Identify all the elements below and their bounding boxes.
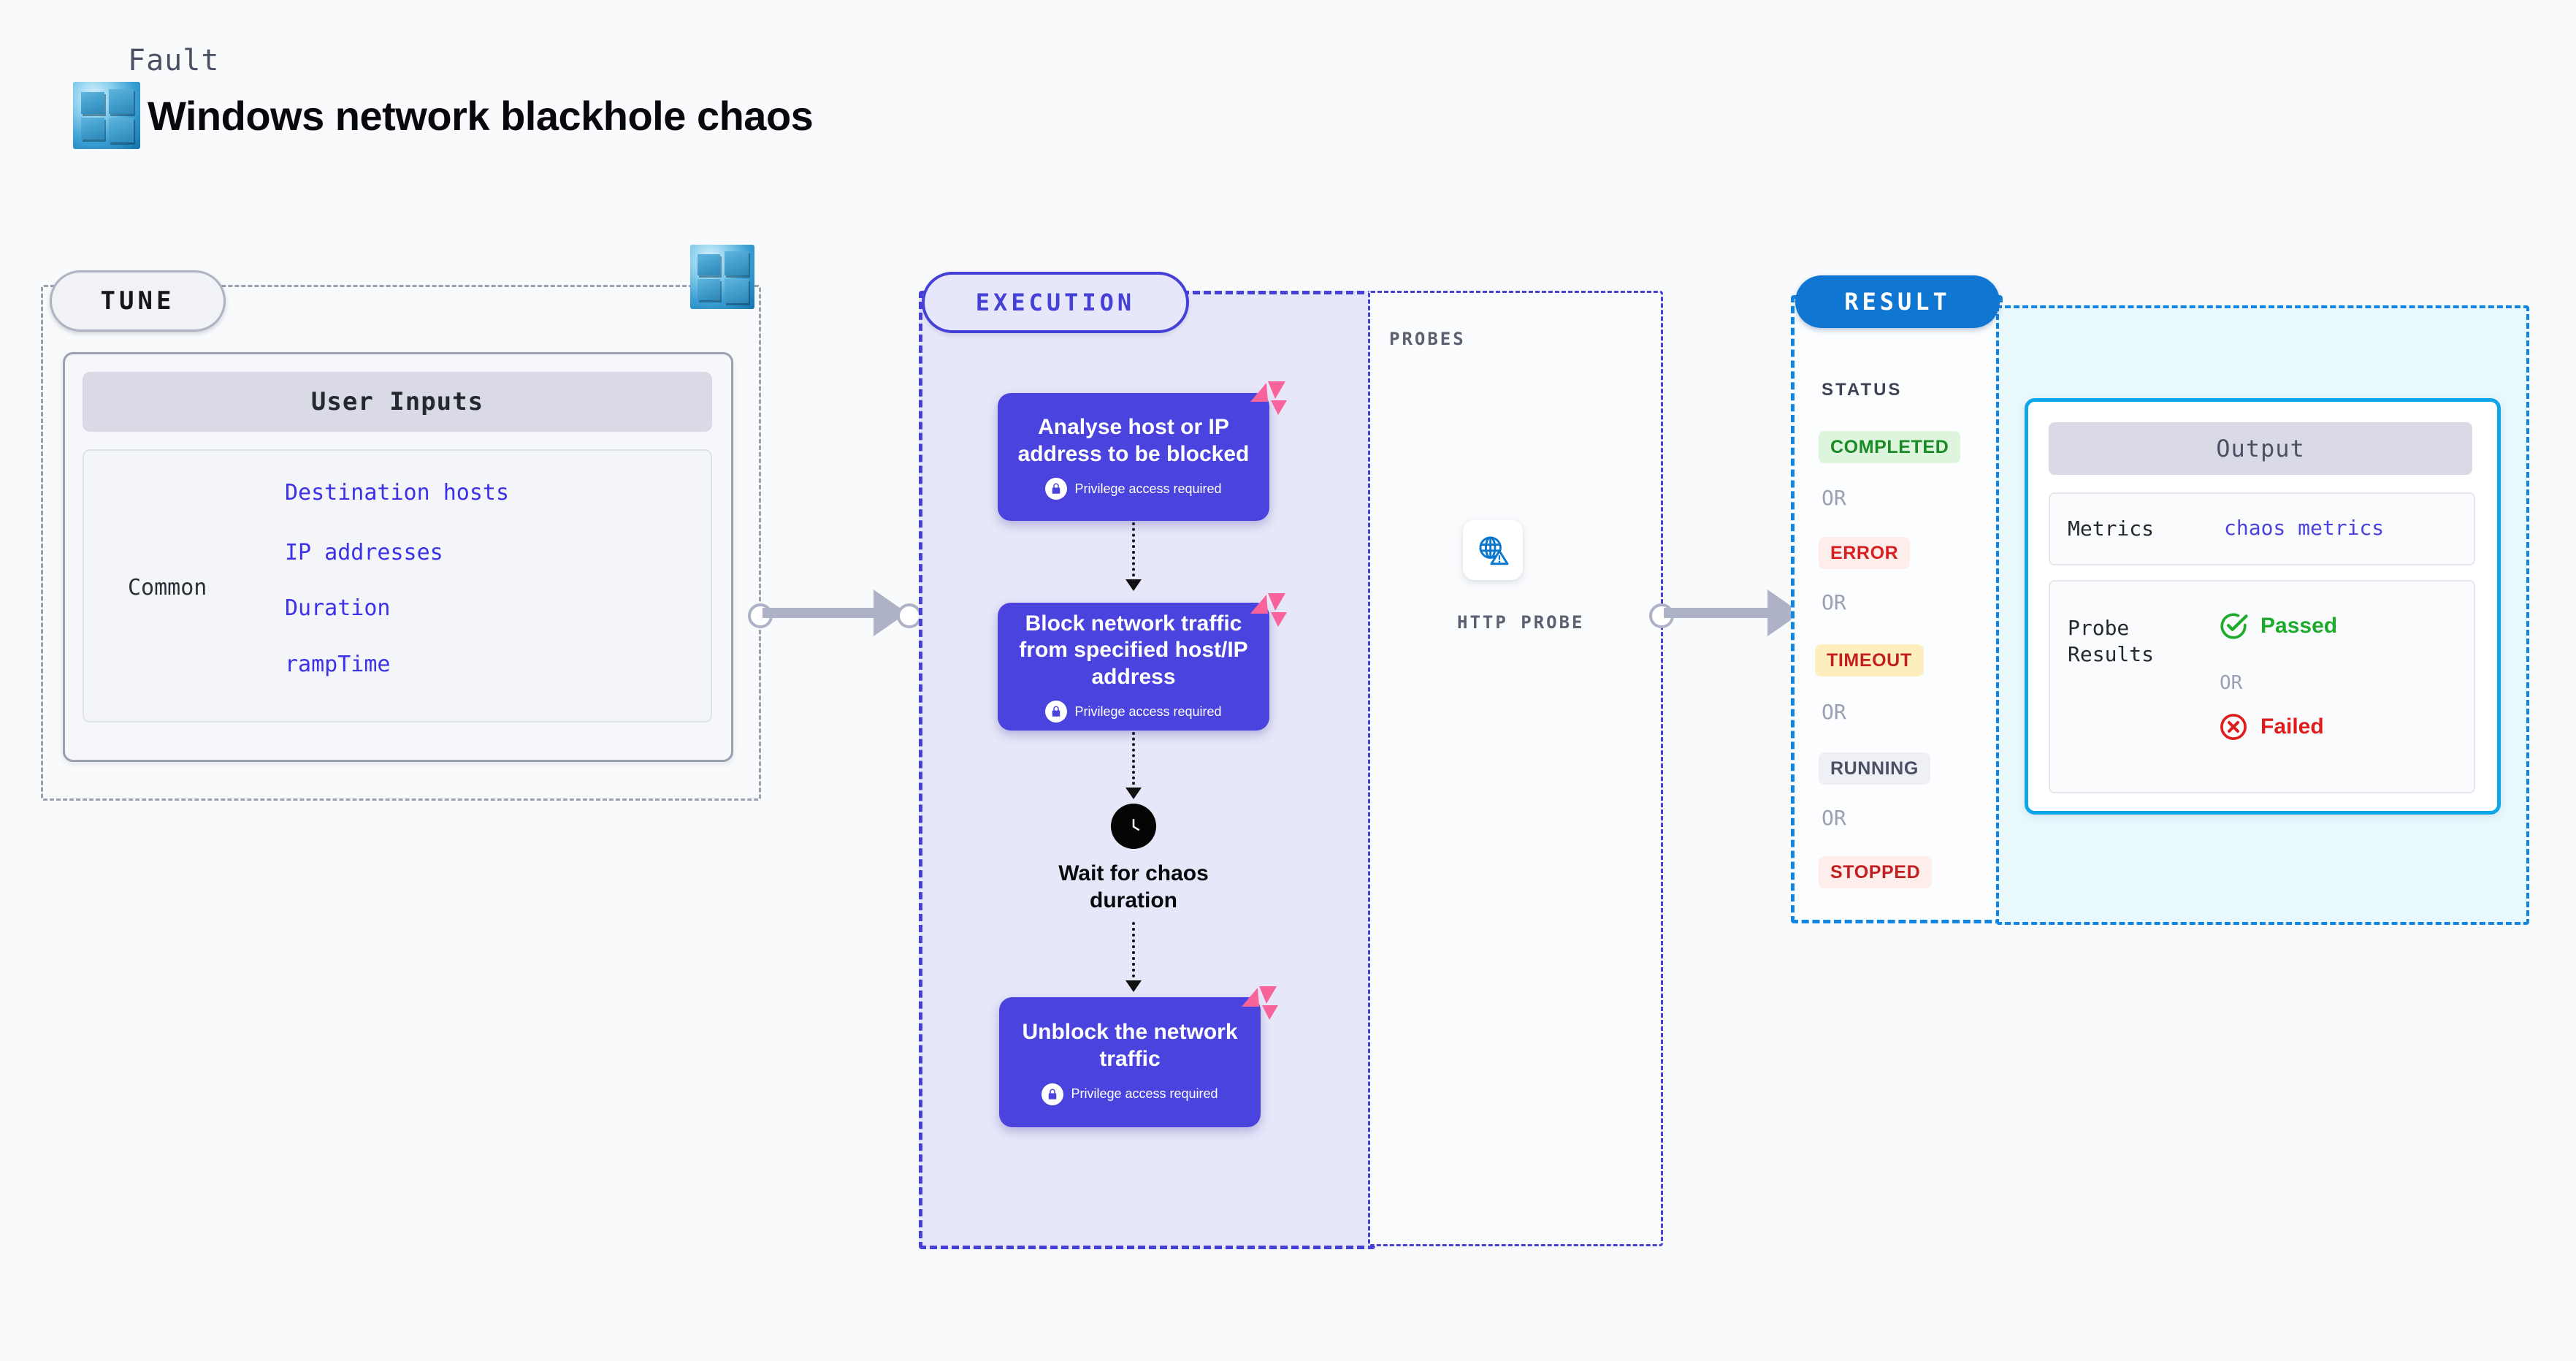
privilege-text: Privilege access required: [1074, 481, 1222, 496]
execution-flow-arrow-2: [1125, 788, 1142, 799]
tune-pill-label: TUNE: [100, 286, 175, 316]
status-badge-label: STOPPED: [1830, 861, 1921, 882]
execution-pill-label: EXECUTION: [975, 289, 1136, 316]
probe-result-failed: Failed: [2218, 712, 2324, 742]
wait-for-chaos-duration-label: Wait for chaos duration: [1058, 861, 1209, 912]
result-section: [1791, 295, 2003, 923]
output-metrics-key: Metrics: [2068, 516, 2155, 541]
tune-section: [41, 285, 761, 801]
execution-node-title: Unblock the network traffic: [1022, 1020, 1238, 1071]
lock-icon: [1045, 701, 1068, 723]
globe-warning-icon: [1479, 536, 1509, 565]
status-badge-completed: COMPLETED: [1819, 431, 1961, 463]
input-ip-addresses[interactable]: IP addresses: [285, 540, 443, 565]
execution-flow-line-2: [1132, 732, 1135, 790]
status-badge-label: TIMEOUT: [1827, 649, 1912, 671]
probe-result-passed-label: Passed: [2260, 614, 2338, 638]
status-badge-label: COMPLETED: [1830, 436, 1949, 457]
execution-flow-line-3: [1132, 922, 1135, 983]
status-badge-label: ERROR: [1830, 542, 1899, 563]
http-probe-tile[interactable]: [1463, 520, 1523, 580]
page-title: Windows network blackhole chaos: [148, 92, 814, 139]
or-label: OR: [2220, 672, 2243, 694]
output-card-header-label: Output: [2216, 435, 2305, 462]
status-badge-timeout: TIMEOUT: [1815, 644, 1924, 676]
privilege-row: Privilege access required: [1045, 478, 1222, 500]
status-badge-stopped: STOPPED: [1819, 856, 1933, 888]
status-badge-error: ERROR: [1819, 537, 1911, 569]
or-label: OR: [1822, 806, 1846, 830]
or-label: OR: [1822, 590, 1846, 614]
lock-icon: [1045, 478, 1068, 500]
execution-flow-line-1: [1132, 522, 1135, 582]
execution-node-title: Block network traffic from specified hos…: [1019, 611, 1248, 689]
result-pill: RESULT: [1795, 275, 2000, 328]
tune-windows-logo-icon: [690, 245, 754, 309]
or-label: OR: [1822, 486, 1846, 510]
connector-line-tune-exec: [763, 608, 901, 618]
output-metrics-value[interactable]: chaos metrics: [2224, 516, 2385, 540]
lock-icon: [1042, 1083, 1064, 1105]
execution-pill: EXECUTION: [922, 272, 1189, 333]
connector-line-probes-result: [1664, 608, 1795, 618]
http-probe-label: HTTP PROBE: [1457, 612, 1585, 633]
litmus-icon: [1250, 593, 1287, 627]
tune-pill: TUNE: [50, 270, 226, 332]
user-inputs-card: User Inputs Common Destination hosts IP …: [63, 352, 733, 762]
clock-icon: [1111, 804, 1156, 849]
fault-label: Fault: [128, 44, 220, 77]
connector-dot-probes-out: [1649, 603, 1674, 628]
windows-logo-icon: [73, 82, 140, 149]
status-badge-label: RUNNING: [1830, 758, 1919, 779]
output-card: Output Metrics chaos metrics Probe Resul…: [2025, 398, 2501, 815]
connector-dot-exec-in: [897, 603, 922, 628]
common-group-label: Common: [128, 575, 207, 601]
status-badge-running: RUNNING: [1819, 752, 1930, 785]
user-inputs-header-label: User Inputs: [310, 387, 484, 416]
probes-caption: PROBES: [1389, 329, 1466, 349]
result-pill-label: RESULT: [1844, 288, 1951, 316]
litmus-icon: [1250, 381, 1287, 415]
execution-flow-arrow-1: [1125, 579, 1142, 591]
probe-result-passed: Passed: [2218, 611, 2337, 641]
execution-node-title: Analyse host or IP address to be blocked: [1017, 414, 1250, 466]
x-circle-icon: [2220, 714, 2247, 740]
privilege-text: Privilege access required: [1074, 704, 1222, 719]
execution-node-block[interactable]: Block network traffic from specified hos…: [998, 603, 1269, 731]
privilege-text: Privilege access required: [1071, 1086, 1218, 1102]
execution-flow-arrow-3: [1125, 980, 1142, 992]
output-metrics-row: Metrics chaos metrics: [2049, 492, 2475, 565]
output-card-header: Output: [2049, 422, 2472, 475]
input-duration[interactable]: Duration: [285, 595, 391, 621]
input-destination-hosts[interactable]: Destination hosts: [285, 480, 510, 506]
check-circle-icon: [2220, 613, 2248, 639]
execution-node-unblock[interactable]: Unblock the network traffic Privilege ac…: [999, 997, 1261, 1127]
status-title: STATUS: [1822, 380, 1903, 400]
output-probe-results-row: Probe Results Passed OR Failed: [2049, 580, 2475, 793]
privilege-row: Privilege access required: [1042, 1083, 1218, 1105]
user-inputs-header: User Inputs: [83, 372, 712, 432]
user-inputs-body: Common Destination hosts IP addresses Du…: [83, 449, 712, 723]
page-header: Fault Windows network blackhole chaos: [73, 44, 814, 149]
or-label: OR: [1822, 700, 1846, 724]
execution-node-analyse[interactable]: Analyse host or IP address to be blocked…: [998, 393, 1269, 521]
probes-section: [1368, 291, 1663, 1246]
litmus-icon: [1242, 986, 1278, 1020]
privilege-row: Privilege access required: [1045, 701, 1222, 723]
output-probe-results-key: Probe Results: [2068, 616, 2155, 667]
probe-result-failed-label: Failed: [2260, 714, 2324, 739]
input-ramptime[interactable]: rampTime: [285, 652, 391, 677]
